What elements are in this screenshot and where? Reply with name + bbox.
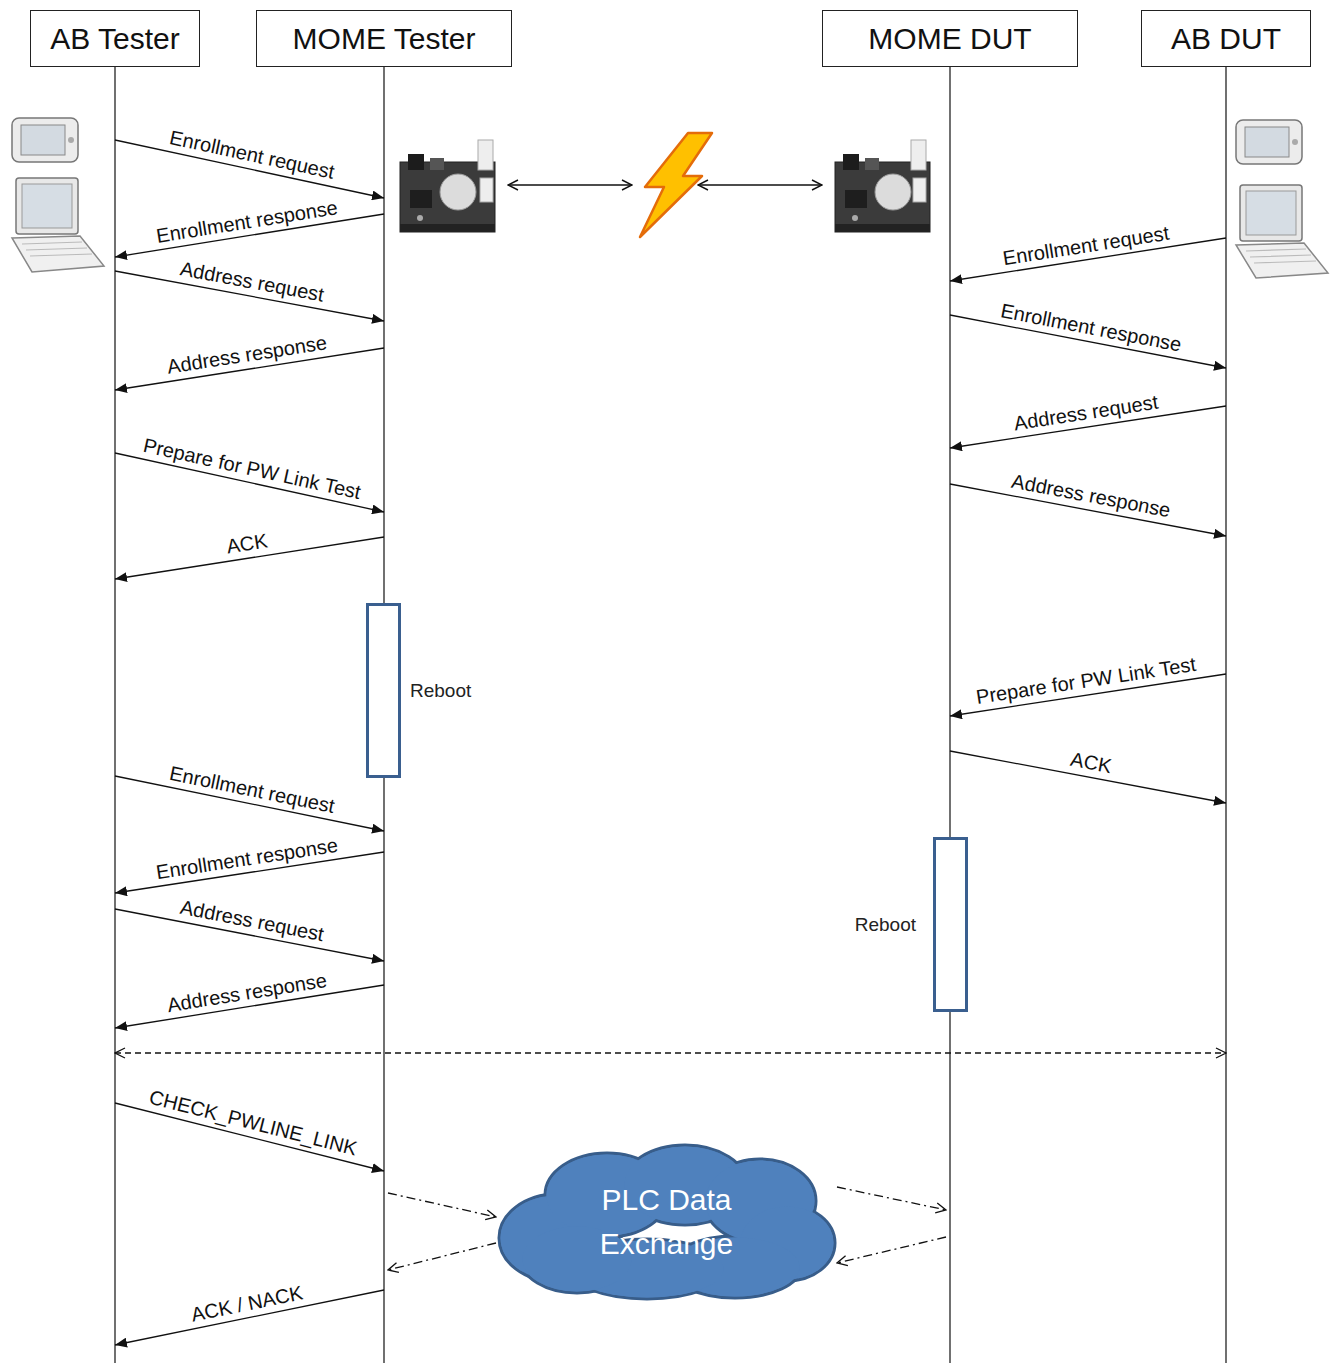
board-chip	[865, 158, 879, 170]
message-label: CHECK_PWLINE_LINK	[147, 1086, 360, 1161]
reboot-label: Reboot	[855, 914, 916, 936]
participant-name: AB DUT	[1171, 22, 1281, 56]
message-label: ACK	[1068, 748, 1113, 778]
tablet-screen	[21, 125, 65, 155]
board-chip	[845, 190, 867, 208]
board-pcb	[400, 162, 495, 232]
message-label: Prepare for PW Link Test	[142, 434, 364, 504]
exchange-cloud: PLC Data Exchange	[495, 1143, 838, 1300]
board-edge	[835, 224, 930, 232]
dashed-message-arrow	[837, 1187, 946, 1210]
board-pcb	[835, 162, 930, 232]
board-image	[400, 140, 495, 232]
board-connector	[478, 140, 493, 170]
board-chip	[408, 154, 424, 170]
tablet-icon	[1236, 120, 1302, 164]
board-connector	[911, 140, 926, 170]
board-image	[835, 140, 930, 232]
device-icons	[12, 118, 104, 272]
cloud-label: PLC Data Exchange	[582, 1178, 752, 1265]
link-arrow	[698, 184, 822, 185]
laptop-base	[12, 236, 104, 272]
message-label: Prepare for PW Link Test	[974, 653, 1197, 709]
message-label: ACK / NACK	[189, 1281, 305, 1326]
lifeline	[114, 67, 115, 1363]
message-label: Address response	[1009, 470, 1172, 522]
participant-box: AB DUT	[1141, 10, 1311, 67]
dashed-message-arrow	[388, 1193, 496, 1217]
reboot-bar: Reboot	[366, 603, 401, 778]
participant-box: MOME Tester	[256, 10, 512, 67]
board-connector	[913, 178, 926, 202]
message-label: Address request	[1012, 391, 1159, 436]
tablet-button	[68, 137, 74, 143]
lifeline	[1225, 67, 1226, 1363]
message-label: Enrollment request	[1001, 221, 1170, 270]
message-label: Enrollment response	[155, 833, 340, 883]
participant-name: AB Tester	[50, 22, 180, 56]
board-part	[417, 215, 423, 221]
message-label: ACK	[225, 530, 269, 559]
message-label: Enrollment response	[155, 196, 340, 248]
tablet-screen	[1245, 127, 1289, 157]
laptop-lid	[16, 178, 78, 234]
message-label: Address response	[166, 969, 329, 1017]
board-chip	[843, 154, 859, 170]
reboot-bar: Reboot	[933, 837, 968, 1012]
board-edge	[400, 224, 495, 232]
message-label: Enrollment request	[168, 762, 337, 818]
board-chip	[410, 190, 432, 208]
laptop-keys	[1246, 249, 1316, 263]
message-label: Address response	[166, 331, 329, 379]
lightning-symbol	[640, 133, 712, 237]
message-label: Enrollment request	[168, 126, 337, 184]
message-label: Address request	[178, 258, 325, 307]
message-label: Address request	[178, 896, 325, 946]
board-part	[852, 215, 858, 221]
participant-box: AB Tester	[30, 10, 200, 67]
participant-box: MOME DUT	[822, 10, 1078, 67]
tablet-icon	[12, 118, 78, 162]
laptop-keys	[22, 242, 92, 256]
dashed-message-arrow	[115, 1052, 1226, 1053]
laptop-base	[1236, 243, 1328, 278]
board-chip	[430, 158, 444, 170]
board-connector	[480, 178, 493, 202]
device-icons	[1236, 120, 1328, 278]
laptop-screen	[22, 184, 72, 228]
dashed-message-arrow	[837, 1237, 946, 1263]
board-capacitor	[875, 174, 911, 210]
reboot-label: Reboot	[410, 680, 471, 702]
link-arrow	[508, 184, 632, 185]
lifeline	[949, 67, 950, 1363]
participant-name: MOME DUT	[868, 22, 1031, 56]
participant-name: MOME Tester	[293, 22, 476, 56]
tablet-button	[1292, 139, 1298, 145]
laptop-lid	[1240, 185, 1302, 241]
message-label: Enrollment response	[998, 299, 1182, 356]
board-capacitor	[440, 174, 476, 210]
cloud-shape	[495, 1143, 838, 1300]
laptop-screen	[1246, 191, 1296, 235]
dashed-message-arrow	[388, 1243, 496, 1270]
